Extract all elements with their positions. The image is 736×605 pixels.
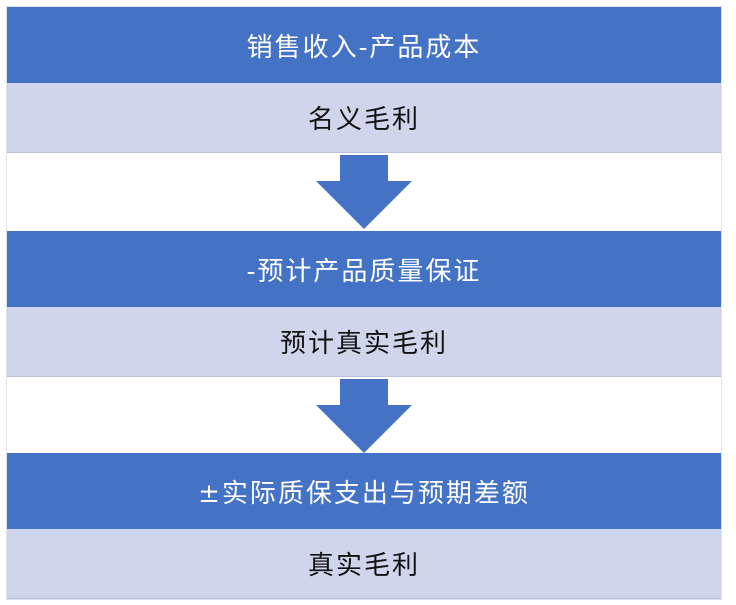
step-2-header: -预计产品质量保证	[7, 231, 721, 307]
step-2-result: 预计真实毛利	[7, 307, 721, 377]
down-arrow-icon-2	[316, 379, 412, 453]
step-1-result: 名义毛利	[7, 83, 721, 153]
step-1-header: 销售收入-产品成本	[7, 7, 721, 83]
down-arrow-icon-1	[316, 155, 412, 229]
step-3-result: 真实毛利	[7, 529, 721, 599]
flow-diagram: 销售收入-产品成本 名义毛利 -预计产品质量保证 预计真实毛利 ±实际质保支出与…	[6, 6, 722, 600]
step-3-header: ±实际质保支出与预期差额	[7, 453, 721, 529]
